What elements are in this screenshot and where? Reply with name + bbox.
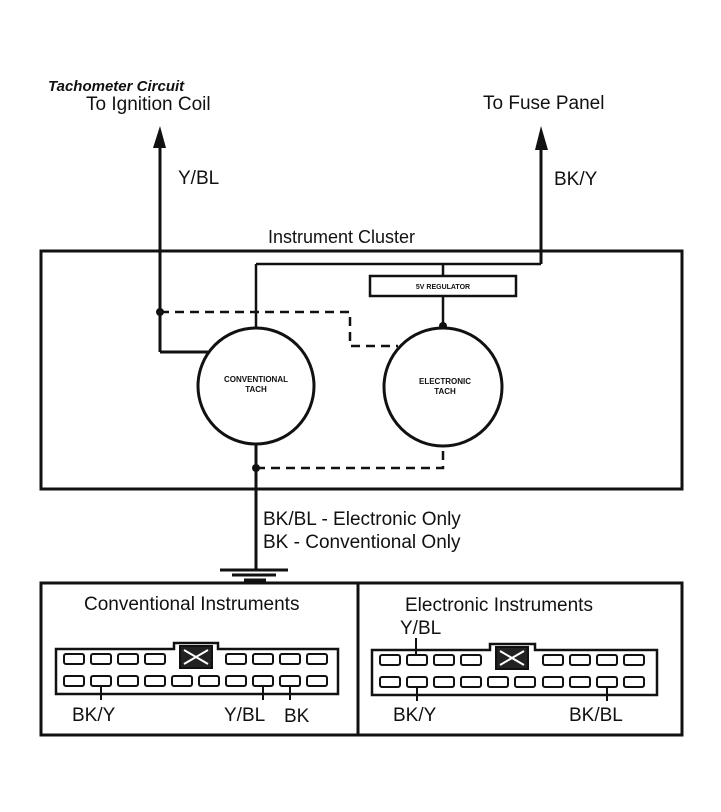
conventional-pins-top <box>63 653 328 665</box>
fuse-panel-label: To Fuse Panel <box>483 93 604 114</box>
electronic-pin-bky: BK/Y <box>393 705 437 726</box>
wire-label-ybl: Y/BL <box>178 168 219 189</box>
connector-panel <box>39 581 684 737</box>
fuse-arrowhead <box>535 126 548 150</box>
electronic-tach <box>382 326 504 448</box>
conventional-tach-label-1: CONVENTIONAL <box>224 375 288 384</box>
electronic-pins-bottom <box>379 676 645 688</box>
conventional-pin-bky: BK/Y <box>72 705 116 726</box>
ground-note-conventional: BK - Conventional Only <box>263 532 461 553</box>
conventional-connector <box>54 641 340 696</box>
ignition-wire <box>153 126 210 354</box>
conventional-pins-bottom <box>63 675 328 687</box>
conventional-pin-leads <box>100 686 291 700</box>
conventional-instruments-title: Conventional Instruments <box>84 594 299 615</box>
conventional-key-icon <box>179 645 213 669</box>
electronic-pin-leads <box>416 687 608 701</box>
electronic-tach-label-1: ELECTRONIC <box>419 377 471 386</box>
ground-symbol <box>220 568 288 582</box>
ignition-coil-label: To Ignition Coil <box>86 94 211 115</box>
electronic-connector <box>370 642 659 697</box>
conventional-tach-label-2: TACH <box>245 385 267 394</box>
electronic-tach-label-2: TACH <box>434 387 456 396</box>
instrument-cluster-box <box>39 249 684 491</box>
fuse-wire <box>254 126 548 328</box>
circuit-title: Tachometer Circuit <box>48 78 185 95</box>
electronic-pin-ybl: Y/BL <box>400 618 441 639</box>
regulator-label: 5V REGULATOR <box>416 284 470 291</box>
dashed-signal-paths <box>160 310 445 470</box>
electronic-key-icon <box>495 646 529 670</box>
ignition-arrowhead <box>153 126 166 148</box>
ground-note-electronic: BK/BL - Electronic Only <box>263 509 461 530</box>
conventional-pin-ybl: Y/BL <box>224 705 265 726</box>
junction-dot-upper <box>156 308 164 316</box>
instrument-cluster-label: Instrument Cluster <box>268 227 415 247</box>
electronic-instruments-title: Electronic Instruments <box>405 595 593 616</box>
electronic-pin-bkbl: BK/BL <box>569 705 623 726</box>
electronic-pins-top <box>379 654 645 666</box>
wire-label-bky: BK/Y <box>554 169 598 190</box>
conventional-pin-bk: BK <box>284 706 310 727</box>
